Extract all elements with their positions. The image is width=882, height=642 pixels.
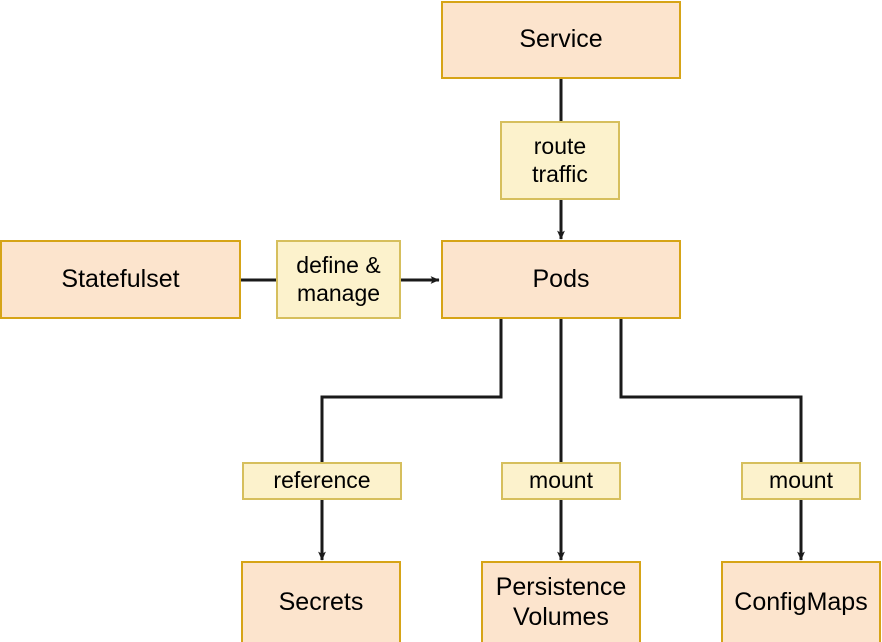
node-service[interactable]: Service (441, 1, 681, 79)
edge-label-mount-persistence-volumes[interactable]: mount (501, 462, 621, 500)
edge-pods-to-reference (320, 319, 503, 462)
edge-label-mount-configmaps[interactable]: mount (741, 462, 861, 500)
edge-pods-to-mount-cm (619, 319, 803, 462)
edge-label-route-traffic[interactable]: route traffic (500, 121, 620, 200)
node-secrets[interactable]: Secrets (241, 561, 401, 642)
node-pods[interactable]: Pods (441, 240, 681, 319)
node-persistence-volumes[interactable]: Persistence Volumes (481, 561, 641, 642)
edge-label-reference[interactable]: reference (242, 462, 402, 500)
edge-label-define-and-manage[interactable]: define & manage (276, 240, 401, 319)
node-configmaps[interactable]: ConfigMaps (721, 561, 881, 642)
node-statefulset[interactable]: Statefulset (0, 240, 241, 319)
